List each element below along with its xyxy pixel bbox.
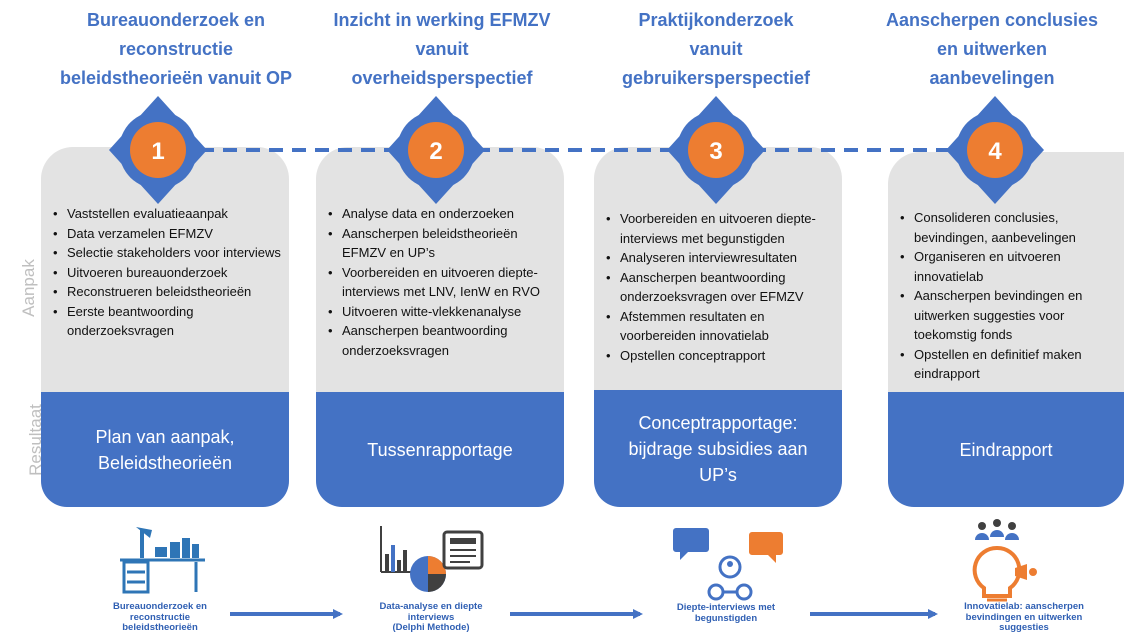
phase-3-number: 3 bbox=[709, 138, 722, 165]
bullet-item: Uitvoeren witte-vlekkenanalyse bbox=[328, 302, 558, 322]
phase-4-result-line: Eindrapport bbox=[959, 439, 1053, 460]
phase-4-title-line: Aanscherpen conclusies bbox=[885, 10, 1099, 30]
bullet-item: Aanscherpen beantwoording onderzoeksvrag… bbox=[328, 321, 558, 360]
bullet-item: Organiseren en uitvoeren innovatielab bbox=[900, 247, 1124, 286]
phase-1-title-line: reconstructie bbox=[118, 39, 234, 59]
bullet-item: Voorbereiden en uitvoeren diepte-intervi… bbox=[328, 263, 558, 302]
chart-analysis-icon bbox=[380, 526, 484, 592]
bullet-item: Voorbereiden en uitvoeren diepte-intervi… bbox=[606, 209, 836, 248]
bullet-item: Aanscherpen bevindingen en uitwerken sug… bbox=[900, 286, 1124, 345]
bullet-item: Aanscherpen beantwoording onderzoeksvrag… bbox=[606, 268, 836, 307]
desk-icon bbox=[120, 527, 205, 594]
phase-3-result-line: UP’s bbox=[699, 464, 737, 485]
bullet-item: Consolideren conclusies, bevindingen, aa… bbox=[900, 208, 1124, 247]
bullet-item: Vaststellen evaluatieaanpak bbox=[53, 204, 283, 224]
phase-3-caption-line: begunstigden bbox=[694, 612, 758, 624]
phase-4-title: Aanscherpen conclusies en uitwerken aanb… bbox=[862, 6, 1122, 93]
interview-icon bbox=[673, 528, 783, 601]
bullet-item: Data verzamelen EFMZV bbox=[53, 224, 283, 244]
bullet-item: Afstemmen resultaten en voorbereiden inn… bbox=[606, 307, 836, 346]
phase-1-caption-line: reconstructie bbox=[129, 611, 191, 623]
phase-4-caption: Innovatielab: aanscherpen bevindingen en… bbox=[944, 601, 1104, 634]
phase-2-caption-line: interviews bbox=[407, 611, 455, 623]
phase-2-number: 2 bbox=[429, 138, 442, 165]
phase-4-caption-line: suggesties bbox=[999, 622, 1049, 633]
phase-1-bullets: Vaststellen evaluatieaanpak Data verzame… bbox=[41, 204, 283, 341]
phase-1-caption-line: Bureauonderzoek en bbox=[113, 601, 207, 612]
phase-4-marker: 4 bbox=[946, 96, 1044, 204]
phase-4-title-line: aanbevelingen bbox=[929, 68, 1055, 88]
phase-2-caption-line: Data-analyse en diepte bbox=[379, 601, 483, 612]
bullet-item: Analyseren interviewresultaten bbox=[606, 248, 836, 268]
bullet-item: Eerste beantwoording onderzoeksvragen bbox=[53, 302, 283, 341]
phase-1-number: 1 bbox=[151, 138, 164, 165]
phase-2-bullets: Analyse data en onderzoeken Aanscherpen … bbox=[316, 204, 558, 360]
phase-3-result: Conceptrapportage: bijdrage subsidies aa… bbox=[594, 390, 842, 507]
phase-1-result-line: Beleidstheorieën bbox=[97, 452, 233, 473]
phase-1-caption-line: beleidstheorieën bbox=[122, 622, 198, 633]
phase-2-card: Analyse data en onderzoeken Aanscherpen … bbox=[316, 147, 564, 507]
phase-3-title: Praktijkonderzoek vanuit gebruikerspersp… bbox=[586, 6, 846, 93]
phase-4-caption-line: bevindingen en uitwerken bbox=[965, 611, 1083, 623]
bullet-item: Opstellen en definitief maken eindrappor… bbox=[900, 345, 1124, 384]
phase-3-title-line: vanuit bbox=[689, 39, 743, 59]
bullet-item: Selectie stakeholders voor interviews bbox=[53, 243, 283, 263]
phase-4-title-line: en uitwerken bbox=[936, 39, 1048, 59]
phase-1-title-line: Bureauonderzoek en bbox=[86, 10, 266, 30]
phase-4-result: Eindrapport bbox=[888, 392, 1124, 507]
phase-4-caption-line: Innovatielab: aanscherpen bbox=[964, 601, 1084, 612]
phase-3-caption: Diepte-interviews met begunstigden bbox=[651, 602, 801, 624]
phase-4-card: Consolideren conclusies, bevindingen, aa… bbox=[888, 152, 1124, 512]
phase-4-bullets: Consolideren conclusies, bevindingen, aa… bbox=[888, 208, 1124, 384]
phase-3-bullets: Voorbereiden en uitvoeren diepte-intervi… bbox=[594, 209, 836, 365]
phase-1-caption: Bureauonderzoek en reconstructie beleids… bbox=[95, 601, 225, 634]
bullet-item: Uitvoeren bureauonderzoek bbox=[53, 263, 283, 283]
phase-2-title: Inzicht in werking EFMZV vanuit overheid… bbox=[312, 6, 572, 93]
phase-1-title-line: beleidstheorieën vanuit OP bbox=[59, 68, 293, 88]
bullet-item: Opstellen conceptrapport bbox=[606, 346, 836, 366]
phase-4-number: 4 bbox=[988, 138, 1002, 165]
phase-3-marker: 3 bbox=[667, 96, 765, 204]
phase-2-title-line: vanuit bbox=[415, 39, 469, 59]
phase-3-title-line: gebruikersperspectief bbox=[621, 68, 811, 88]
phase-1-title: Bureauonderzoek en reconstructie beleids… bbox=[46, 6, 306, 93]
phase-3-result-line: Conceptrapportage: bbox=[638, 412, 798, 433]
innovation-lightbulb-icon bbox=[972, 519, 1037, 602]
phase-2-title-line: Inzicht in werking EFMZV bbox=[333, 10, 551, 30]
phase-2-caption: Data-analyse en diepte interviews (Delph… bbox=[356, 601, 506, 634]
phase-2-result-line: Tussenrapportage bbox=[367, 439, 513, 460]
phase-3-title-line: Praktijkonderzoek bbox=[638, 10, 794, 30]
phase-2-marker: 2 bbox=[387, 96, 485, 204]
phase-1-result: Plan van aanpak, Beleidstheorieën bbox=[41, 392, 289, 507]
phase-2-caption-line: (Delphi Methode) bbox=[392, 622, 470, 633]
bullet-item: Analyse data en onderzoeken bbox=[328, 204, 558, 224]
phase-3-result-line: bijdrage subsidies aan bbox=[628, 438, 808, 459]
phase-1-marker: 1 bbox=[109, 96, 207, 204]
phase-3-caption-line: Diepte-interviews met bbox=[676, 602, 776, 613]
bullet-item: Aanscherpen beleidstheorieën EFMZV en UP… bbox=[328, 224, 558, 263]
bullet-item: Reconstrueren beleidstheorieën bbox=[53, 282, 283, 302]
phase-1-result-line: Plan van aanpak, bbox=[95, 426, 235, 447]
phase-2-title-line: overheidsperspectief bbox=[351, 68, 533, 88]
phase-2-result: Tussenrapportage bbox=[316, 392, 564, 507]
